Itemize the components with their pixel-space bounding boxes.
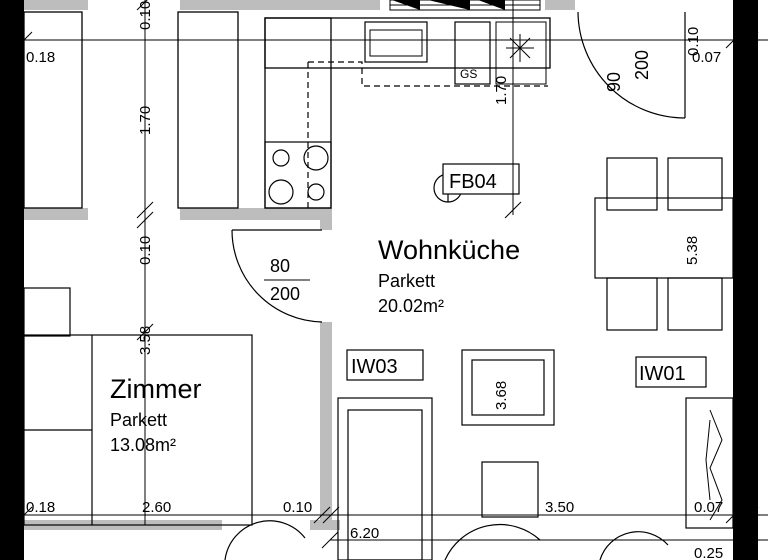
dishwasher-label: GS xyxy=(460,67,477,81)
cabinet-inner xyxy=(347,409,423,560)
room-area-wohnkueche: 20.02m² xyxy=(378,296,444,316)
wall-top-right-stub xyxy=(545,0,575,10)
code-labels-frames xyxy=(346,349,707,388)
dim-bottom-right-lower: 0.25 xyxy=(694,545,723,560)
dim-bottom-wall: 0.10 xyxy=(283,499,312,516)
dim-bottom-left: 0.18 xyxy=(26,499,55,516)
sink-icon xyxy=(364,21,428,63)
fridge-icon xyxy=(495,21,547,85)
wall-kitchen-h xyxy=(180,208,332,220)
nightstand xyxy=(23,287,71,337)
door-right-width: 90 xyxy=(604,72,624,92)
wall-cabinet-outline xyxy=(308,61,548,87)
kitchen-counter-top xyxy=(264,17,551,69)
wall-top-left xyxy=(22,0,88,10)
dim-kitchen-1-70: 1.70 xyxy=(493,76,510,105)
side-table xyxy=(481,461,539,518)
room-name-zimmer: Zimmer xyxy=(110,374,201,404)
top-window xyxy=(389,0,541,11)
dim-bottom-zimmer: 2.60 xyxy=(142,499,171,516)
door-left-height: 200 xyxy=(270,284,300,304)
cabinet xyxy=(337,397,433,560)
chair xyxy=(667,277,723,331)
kitchen: GS xyxy=(264,17,551,209)
radiator xyxy=(685,397,734,529)
sink-basin xyxy=(369,29,423,57)
room-area-zimmer: 13.08m² xyxy=(110,435,176,455)
wardrobe xyxy=(23,11,239,209)
door-left-width: 80 xyxy=(270,256,290,276)
door-left xyxy=(231,229,323,323)
door-bottom xyxy=(224,520,669,560)
kitchen-counter-side xyxy=(264,17,332,209)
wall-left-outer xyxy=(0,0,24,560)
wardrobe-body-2 xyxy=(177,11,239,209)
dim-table-3-68: 3.68 xyxy=(493,381,510,410)
chair xyxy=(606,277,658,331)
dim-top-left: 0.18 xyxy=(26,49,55,66)
dim-left-3-58: 3.58 xyxy=(137,326,154,355)
fb04-marker xyxy=(433,163,520,203)
armchair xyxy=(461,349,555,426)
room-name-wohnkueche: Wohnküche xyxy=(378,235,520,265)
code-fb04: FB04 xyxy=(449,171,497,193)
room-floor-zimmer: Parkett xyxy=(110,410,167,430)
wall-left-h xyxy=(22,208,88,220)
wall-bottom-mid xyxy=(310,520,340,530)
dim-bottom-wohn: 3.50 xyxy=(545,499,574,516)
dim-right-5-38: 5.38 xyxy=(684,236,701,265)
dim-left-0-10b: 0.10 xyxy=(137,236,154,265)
chair xyxy=(667,157,723,211)
wall-right-outer xyxy=(733,0,758,560)
dishwasher-icon xyxy=(454,21,491,85)
dim-bottom-right: 0.07 xyxy=(694,499,723,516)
code-iw01: IW01 xyxy=(639,363,686,385)
room-floor-wohnkueche: Parkett xyxy=(378,271,435,291)
stove-icon xyxy=(264,141,332,209)
wall-kitchen-stub xyxy=(320,208,332,230)
dim-top-right-0-10: 0.10 xyxy=(685,27,702,56)
center-furniture xyxy=(337,349,734,560)
dim-left-1-70: 1.70 xyxy=(137,106,154,135)
chair xyxy=(606,157,658,211)
code-iw03: IW03 xyxy=(351,356,398,378)
dim-top-right: 0.07 xyxy=(692,49,721,66)
wardrobe-body xyxy=(23,11,83,209)
door-right-height: 200 xyxy=(632,50,652,80)
table-top xyxy=(594,197,734,279)
dim-bottom-total: 6.20 xyxy=(350,525,379,542)
zimmer-furniture xyxy=(23,287,253,526)
wall-partition xyxy=(320,322,332,527)
door-right xyxy=(577,11,686,119)
dim-left-0-10a: 0.10 xyxy=(137,1,154,30)
armchair-seat xyxy=(471,359,545,416)
wall-top-middle xyxy=(180,0,380,10)
dining-table xyxy=(594,157,734,331)
